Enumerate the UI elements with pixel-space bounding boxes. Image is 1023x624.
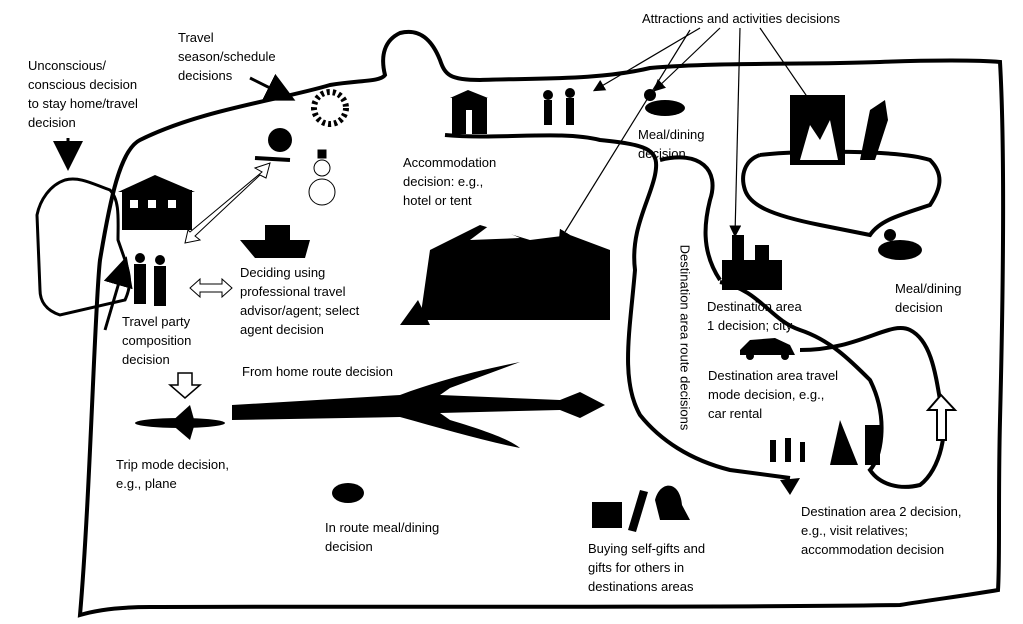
party-arrow-icon <box>103 256 133 331</box>
people-silhouette-icon <box>543 88 575 125</box>
city-skyline-icon <box>722 235 782 290</box>
party-agent-double-arrow-icon <box>189 277 233 299</box>
family-house-icon <box>770 420 880 465</box>
from-home-route-label: From home route decision <box>242 364 394 379</box>
gifts-icon <box>592 485 690 532</box>
travel-party-icon <box>134 253 166 306</box>
destination-route-path <box>444 133 946 489</box>
outer-boundary <box>77 29 1006 618</box>
destination-2-label: Destination area 2 decision,e.g., visit … <box>801 504 962 557</box>
diner-right-icon <box>878 229 922 260</box>
snowman-icon <box>308 149 336 206</box>
mountain-tent-icon <box>400 225 610 325</box>
destination-route-label: Destination area route decisions <box>677 244 693 431</box>
up-hollow-arrow-icon <box>925 393 958 441</box>
sun-icon <box>311 89 349 127</box>
season-arrow-icon <box>249 73 296 101</box>
top-route-path <box>659 149 942 282</box>
route-arrowhead-icon <box>780 478 800 495</box>
attractions-label: Attractions and activities decisions <box>642 11 840 26</box>
ship-icon <box>240 225 310 258</box>
car-icon <box>740 338 795 360</box>
down-hollow-arrow-icon <box>167 372 203 399</box>
lodge-icon <box>450 90 488 134</box>
flower-icon <box>254 128 292 162</box>
house-season-double-arrow-icon <box>184 162 271 244</box>
diner-icon <box>644 89 685 116</box>
from-home-route-arrow-icon <box>232 362 605 448</box>
meal-icon <box>332 483 364 503</box>
trip-mode-label: Trip mode decision,e.g., plane <box>116 457 229 491</box>
castle-dinosaur-icon <box>790 95 888 165</box>
airplane-icon <box>135 405 225 440</box>
house-icon <box>118 175 195 230</box>
